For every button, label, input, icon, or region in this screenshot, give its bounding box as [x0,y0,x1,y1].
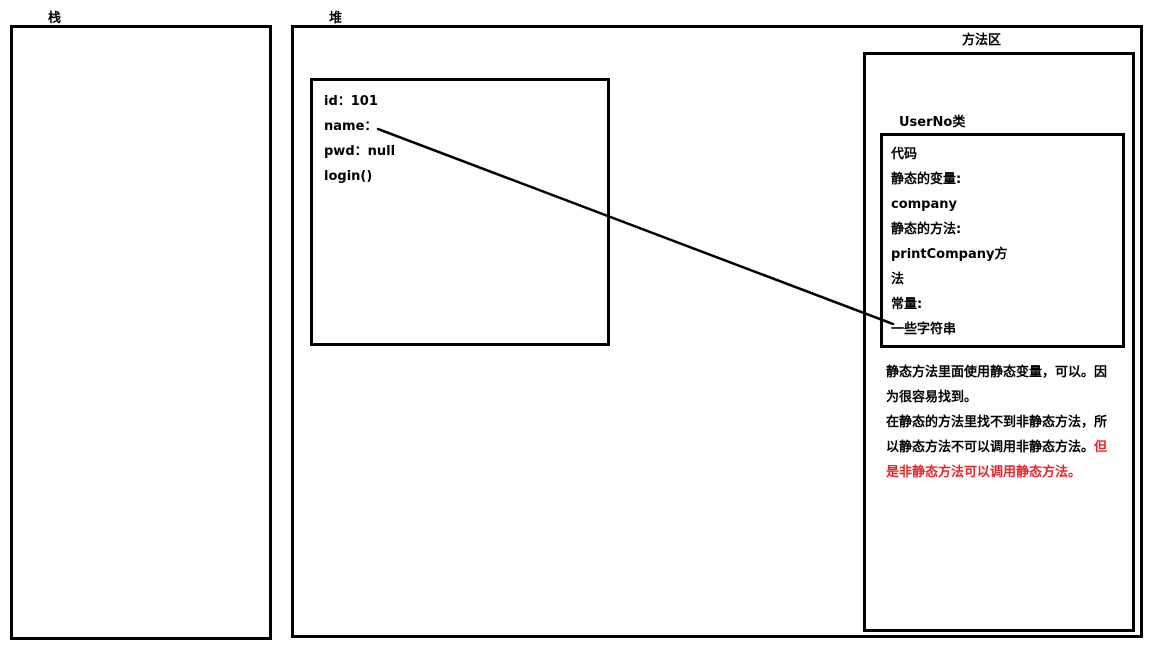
heap-object-box [310,78,610,346]
explanation-note: 静态方法里面使用静态变量，可以。因为很容易找到。在静态的方法里找不到非静态方法，… [886,360,1118,485]
class-line-strings: 一些字符串 [891,322,957,337]
field-pwd: pwd：null [324,144,396,159]
field-id: id：101 [324,94,378,109]
reference-line [376,127,895,326]
class-line-static-var-heading: 静态的变量: [891,172,962,187]
method-login: login() [324,169,373,184]
class-title: UserNo类 [899,115,966,130]
note-part-2: 在静态的方法里找不到非静态方法，所以静态方法不可以调用非静态方法。 [886,415,1108,455]
stack-region [10,25,272,640]
class-line-print-company: printCompany方 [891,247,1008,262]
method-area-label: 方法区 [962,33,1002,48]
note-part-1: 静态方法里面使用静态变量，可以。因为很容易找到。 [886,365,1108,405]
class-line-constants-heading: 常量: [891,297,923,312]
heap-label: 堆 [329,11,343,26]
stack-label: 栈 [48,11,62,26]
heap-region [291,25,1143,638]
class-line-static-method-heading: 静态的方法: [891,222,962,237]
class-info-box [880,133,1125,348]
class-line-code: 代码 [891,147,918,162]
note-highlight: 但是非静态方法可以调用静态方法。 [886,440,1108,480]
class-line-print-company-cont: 法 [891,272,905,287]
field-name: name： [324,119,378,134]
class-line-company: company [891,197,957,212]
method-area-region [863,52,1135,632]
